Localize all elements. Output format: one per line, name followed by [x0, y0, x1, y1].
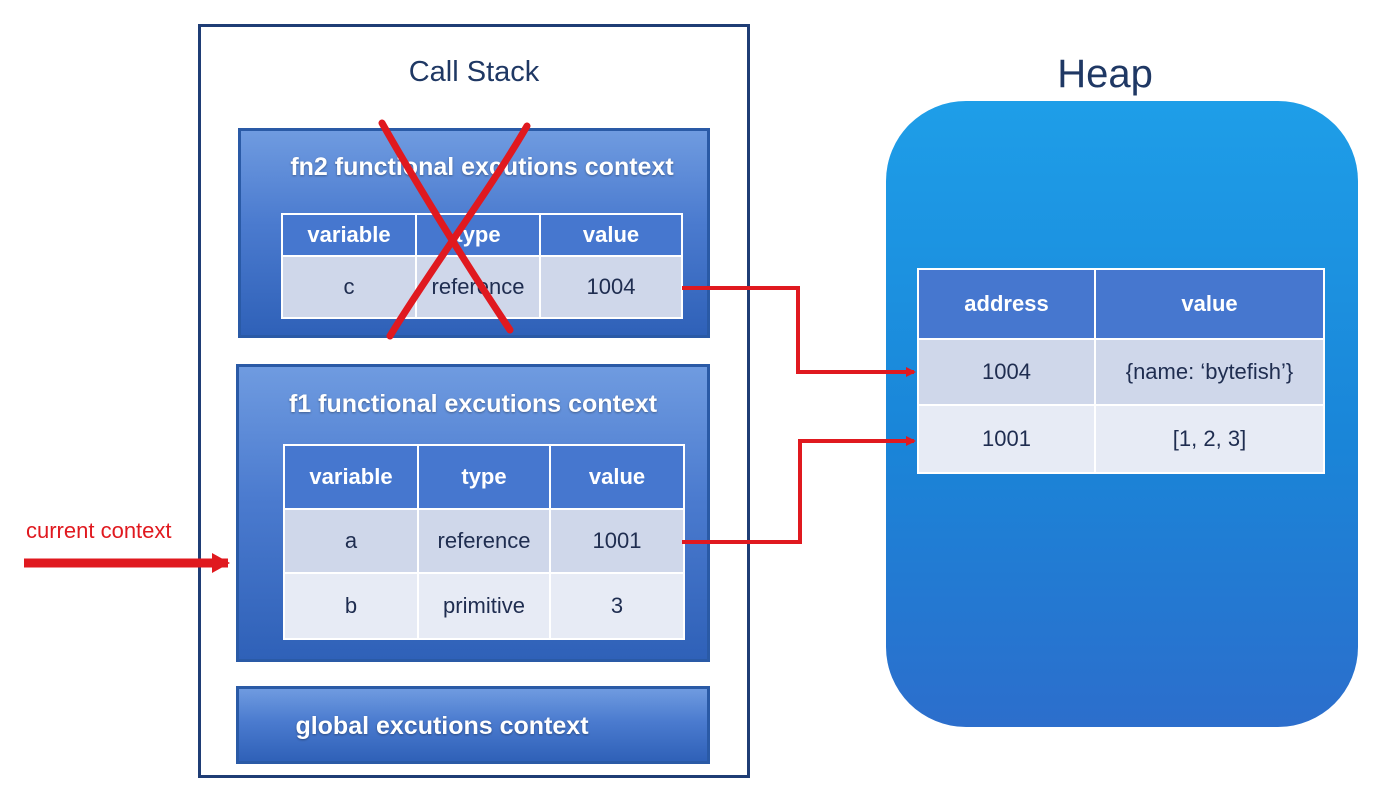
f1-cell-variable-a: a — [283, 508, 419, 574]
heap-cell-address-1001: 1001 — [917, 404, 1096, 474]
fn2-variable-table: variable type value c reference 1004 — [281, 213, 683, 319]
f1-cell-variable-b: b — [283, 572, 419, 640]
f1-cell-value-a: 1001 — [549, 508, 685, 574]
fn2-cell-variable: c — [281, 255, 417, 319]
fn2-context-title: fn2 functional excutions context — [290, 153, 674, 181]
table-row: 1001 [1, 2, 3] — [917, 404, 1325, 474]
f1-header-type: type — [417, 444, 551, 510]
table-row: b primitive 3 — [283, 572, 685, 640]
fn2-cell-value: 1004 — [539, 255, 683, 319]
f1-cell-type-a: reference — [417, 508, 551, 574]
current-context-label: current context — [26, 518, 172, 543]
reference-arrow-1004 — [682, 286, 916, 377]
heap-cell-value-1001: [1, 2, 3] — [1094, 404, 1325, 474]
table-row: c reference 1004 — [281, 255, 683, 319]
f1-context-title: f1 functional excutions context — [288, 390, 658, 418]
table-row: 1004 {name: ‘bytefish’} — [917, 338, 1325, 406]
fn2-header-value: value — [539, 213, 683, 257]
f1-header-value: value — [549, 444, 685, 510]
fn2-header-variable: variable — [281, 213, 417, 257]
heap-cell-address-1004: 1004 — [917, 338, 1096, 406]
heap-title: Heap — [1057, 52, 1153, 96]
heap-header-value: value — [1094, 268, 1325, 340]
f1-header-variable: variable — [283, 444, 419, 510]
heap-table: address value 1004 {name: ‘bytefish’} 10… — [917, 268, 1325, 474]
table-row: a reference 1001 — [283, 508, 685, 574]
heap-header-address: address — [917, 268, 1096, 340]
call-stack-title: Call Stack — [408, 56, 540, 88]
f1-cell-value-b: 3 — [549, 572, 685, 640]
reference-arrow-1001 — [682, 436, 916, 544]
global-execution-context — [236, 686, 710, 764]
f1-cell-type-b: primitive — [417, 572, 551, 640]
global-context-title: global excutions context — [295, 712, 589, 740]
heap-cell-value-1004: {name: ‘bytefish’} — [1094, 338, 1325, 406]
f1-variable-table: variable type value a reference 1001 b p… — [283, 444, 685, 640]
cross-out-mark — [378, 119, 514, 334]
